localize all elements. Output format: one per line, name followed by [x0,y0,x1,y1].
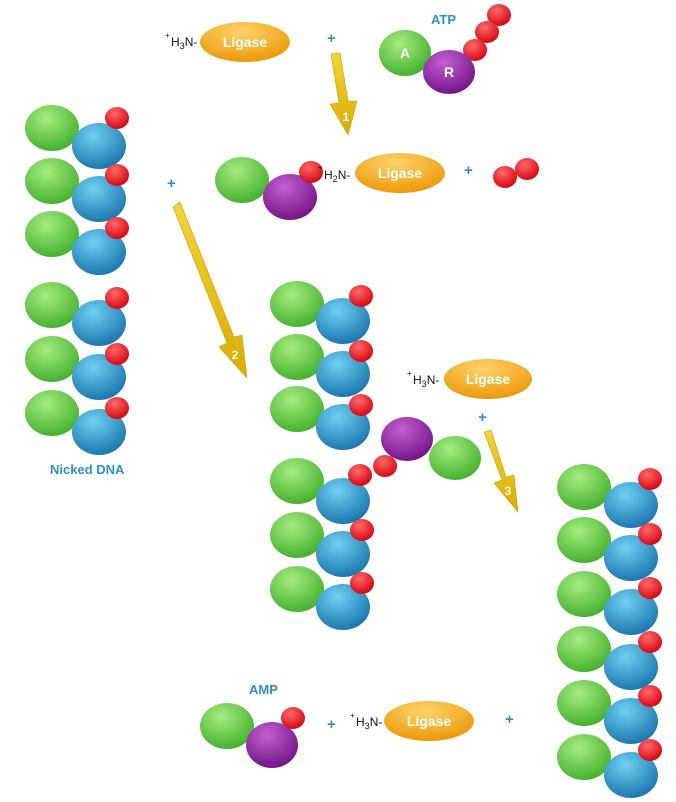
pyrophosphate [493,158,539,188]
ligase-enzyme-top: + H3N- Ligase [165,22,290,62]
reaction-arrow-3: 3 [483,429,519,513]
ligase-label: Ligase [407,713,452,729]
reaction-arrow-2: 2 [172,201,248,379]
amine-group: H3N- [356,715,382,731]
nucleotide [270,458,372,524]
amp-molecule [200,703,305,768]
nucleotide [270,281,373,344]
nicked-dna-label: Nicked DNA [50,462,125,477]
ligase-enzyme-released: + H3N- Ligase [407,359,532,399]
amine-group: H3N- [171,35,197,51]
ribose-letter: R [444,64,454,80]
plus-sign: + [505,711,514,728]
ligase-label: Ligase [378,165,423,181]
nucleotide [270,386,373,450]
nucleotide [557,680,662,744]
reaction-arrow-1: 1 [329,52,358,136]
amine-charge: + [407,369,412,378]
amp-adduct [373,417,481,480]
amine-group: H3N- [413,373,439,389]
ligase-amp-intermediate: + H2N- Ligase [215,153,445,220]
amp-label: AMP [249,682,278,697]
sealed-dna-strand [557,464,662,798]
nucleotide [25,158,129,222]
adenine-letter: A [400,45,410,61]
nucleotide [557,517,662,581]
plus-sign: + [167,175,176,192]
ligase-label: Ligase [223,34,268,50]
nucleotide [25,211,129,275]
step-number: 1 [343,110,350,124]
amine-charge: + [350,711,355,720]
nucleotide [25,105,129,169]
step-number: 2 [232,348,239,362]
amine-group: H2N- [324,168,350,184]
nucleotide [25,336,129,400]
ligase-label: Ligase [466,371,511,387]
nucleotide [557,734,662,798]
amine-charge: + [165,31,170,40]
nucleotide [270,512,374,577]
nucleotide [557,626,662,690]
nucleotide [270,334,373,397]
nucleotide [25,282,129,346]
nucleotide [25,390,129,455]
nicked-dna-strand [25,105,129,455]
plus-sign: + [478,409,487,426]
plus-sign: + [327,716,336,733]
ligase-enzyme-regenerated: + H3N- Ligase [350,701,474,741]
amine-charge: + [318,163,323,172]
plus-sign: + [464,162,473,179]
atp-molecule: A R [379,4,511,94]
nucleotide [557,571,662,635]
plus-sign: + [327,30,336,47]
atp-label: ATP [431,12,456,27]
nucleotide [557,464,662,528]
step-number: 3 [505,484,512,498]
adenylated-dna-strand [270,281,481,630]
nucleotide [270,566,374,630]
